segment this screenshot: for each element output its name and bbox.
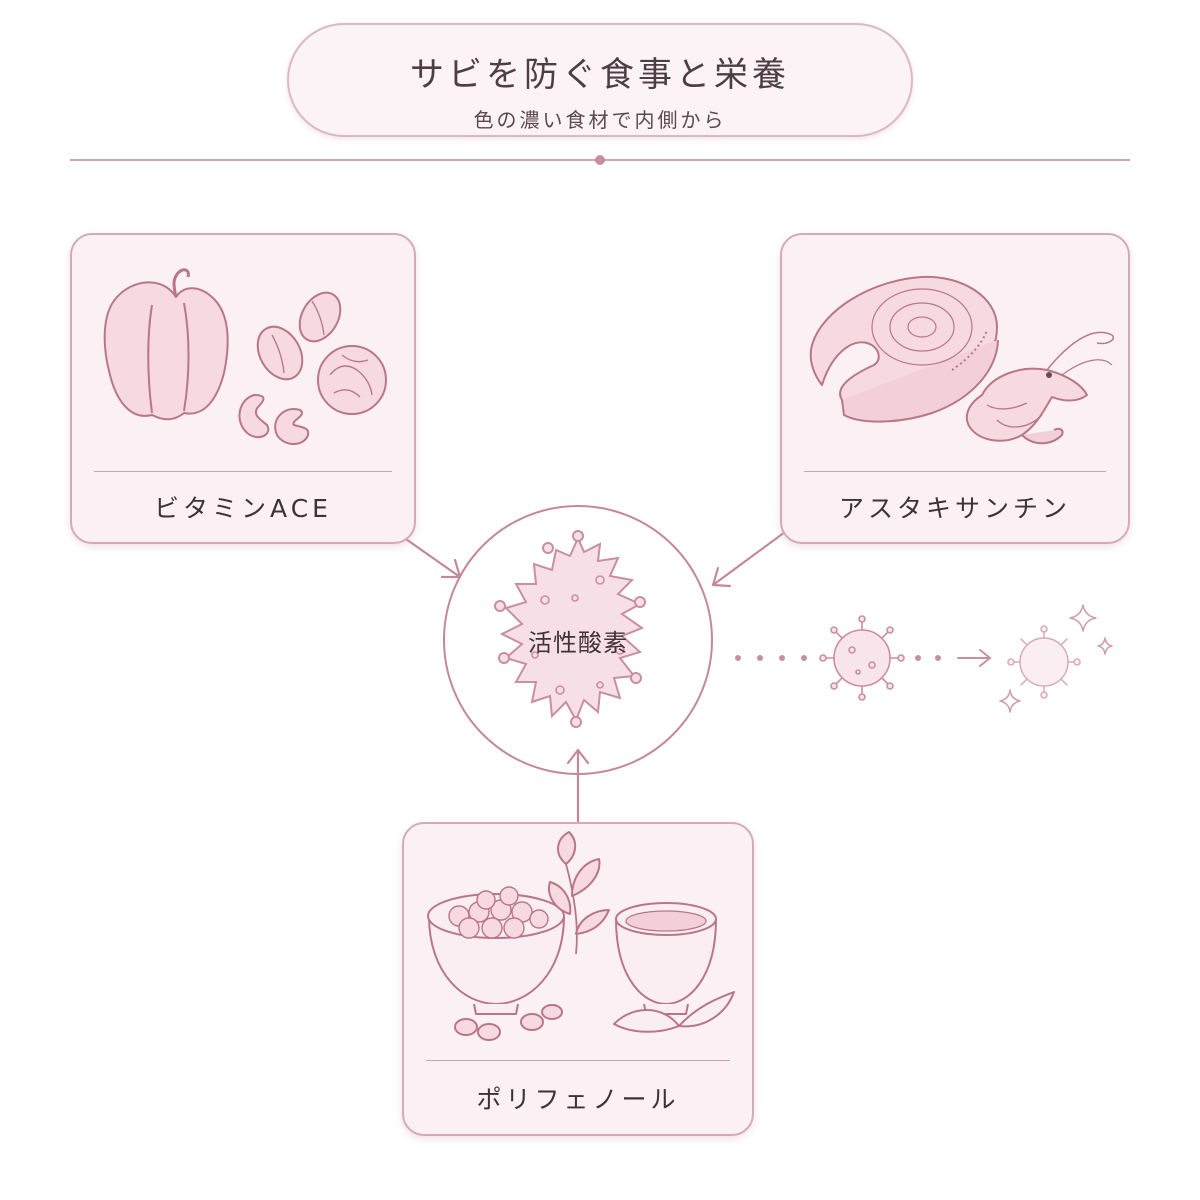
divider-dot [595,155,605,165]
shrimp-icon [965,331,1114,445]
virus-icon [494,530,646,728]
trail-arrow [957,649,992,667]
card-vitamin-ace: ビタミンACE [70,233,416,544]
almond-icon [256,291,342,381]
arrow-astaxanthin-to-center [711,530,787,588]
vitamin-foods-illustration [103,268,387,445]
soybean-bowl-icon [427,886,565,1041]
polyphenol-foods-illustration [427,831,735,1041]
card-astaxanthin: アスタキサンチン [780,233,1130,544]
salmon-steak-icon [809,275,999,423]
center-label: 活性酸素 [528,629,628,657]
sparkle-icon [999,604,1113,713]
arrow-polyphenol-to-center [566,748,590,825]
card-divider [804,471,1106,472]
card-label-astaxanthin: アスタキサンチン [838,494,1071,523]
cashew-icon [238,394,310,445]
card-divider [426,1060,730,1061]
page-title: サビを防ぐ食事と栄養 [410,55,790,95]
card-divider [94,471,392,472]
small-virus-icon [819,615,905,701]
title-banner: サビを防ぐ食事と栄養 色の濃い食材で内側から [287,23,913,137]
center-ring [443,505,713,775]
dotted-trail [735,655,941,661]
bell-pepper-icon [103,268,229,421]
page-subtitle: 色の濃い食材で内側から [473,108,727,132]
tea-leaf-icon [548,831,610,955]
faded-virus-icon [1007,625,1081,699]
card-label-polyphenol: ポリフェノール [476,1085,680,1114]
card-label-vitamin: ビタミンACE [154,494,332,523]
tea-cup-icon [613,902,735,1033]
astaxanthin-foods-illustration [809,275,1114,445]
walnut-icon [317,345,387,415]
card-polyphenol: ポリフェノール [402,822,754,1136]
